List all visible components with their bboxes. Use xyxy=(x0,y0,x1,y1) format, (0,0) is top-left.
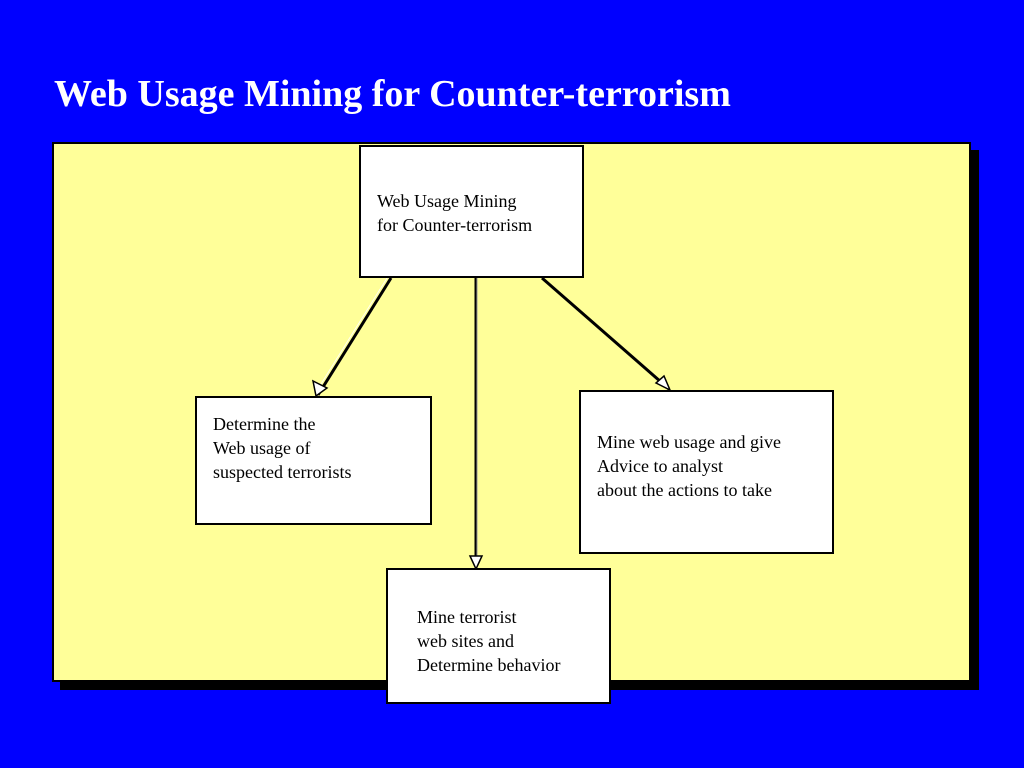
root-box-line-2: for Counter-terrorism xyxy=(377,215,533,235)
advice-line-3: about the actions to take xyxy=(597,480,772,500)
advice-box: Mine web usage and give Advice to analys… xyxy=(579,390,834,554)
mine-sites-line-3: Determine behavior xyxy=(417,655,561,675)
slide-title: Web Usage Mining for Counter-terrorism xyxy=(54,73,731,115)
mine-sites-line-2: web sites and xyxy=(417,631,514,651)
root-box: Web Usage Mining for Counter-terrorism xyxy=(359,145,584,278)
advice-line-2: Advice to analyst xyxy=(597,456,723,476)
mine-sites-line-1: Mine terrorist xyxy=(417,607,517,627)
root-box-line-1: Web Usage Mining xyxy=(377,191,517,211)
determine-usage-box: Determine the Web usage of suspected ter… xyxy=(195,396,432,525)
mine-sites-box: Mine terrorist web sites and Determine b… xyxy=(386,568,611,704)
determine-usage-line-1: Determine the xyxy=(213,414,316,434)
determine-usage-line-2: Web usage of xyxy=(213,438,311,458)
determine-usage-line-3: suspected terrorists xyxy=(213,462,352,482)
advice-line-1: Mine web usage and give xyxy=(597,432,781,452)
